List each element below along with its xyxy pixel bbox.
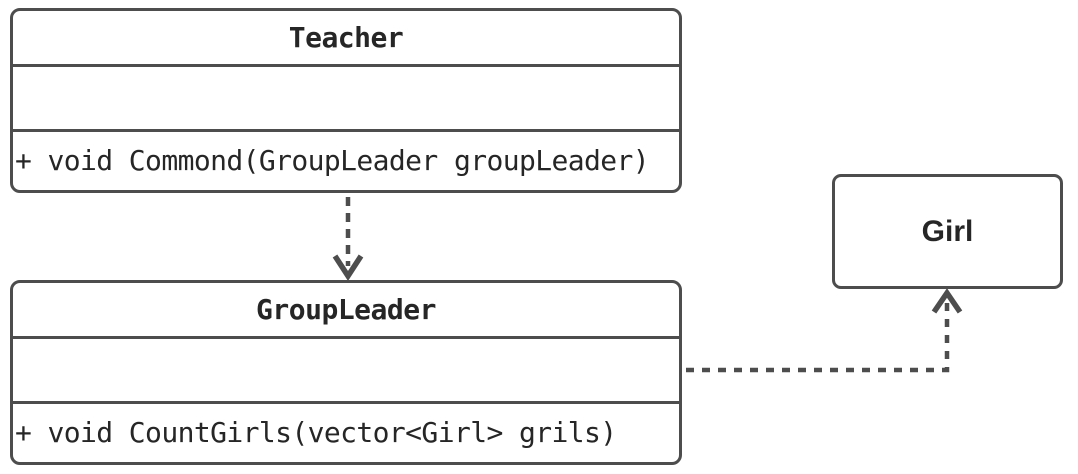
arrowhead-down-icon bbox=[332, 254, 364, 282]
class-box-girl: Girl bbox=[832, 174, 1063, 289]
arrowhead-up-icon bbox=[931, 288, 963, 314]
dependency-arrow-groupleader-to-girl bbox=[686, 288, 963, 373]
class-method-teacher: + void Commond(GroupLeader groupLeader) bbox=[15, 144, 650, 178]
class-box-groupleader: GroupLeader + void CountGirls(vector<Gir… bbox=[10, 280, 682, 465]
class-name-groupleader: GroupLeader bbox=[13, 283, 679, 339]
dependency-arrow-teacher-to-groupleader bbox=[332, 197, 364, 282]
dashed-line-groupleader-girl bbox=[686, 303, 950, 373]
class-name-girl: Girl bbox=[921, 214, 974, 248]
class-attributes-groupleader bbox=[13, 339, 679, 404]
class-box-teacher: Teacher + void Commond(GroupLeader group… bbox=[10, 8, 682, 193]
class-name-teacher: Teacher bbox=[13, 11, 679, 67]
class-attributes-teacher bbox=[13, 67, 679, 132]
class-method-groupleader: + void CountGirls(vector<Girl> grils) bbox=[15, 416, 617, 450]
